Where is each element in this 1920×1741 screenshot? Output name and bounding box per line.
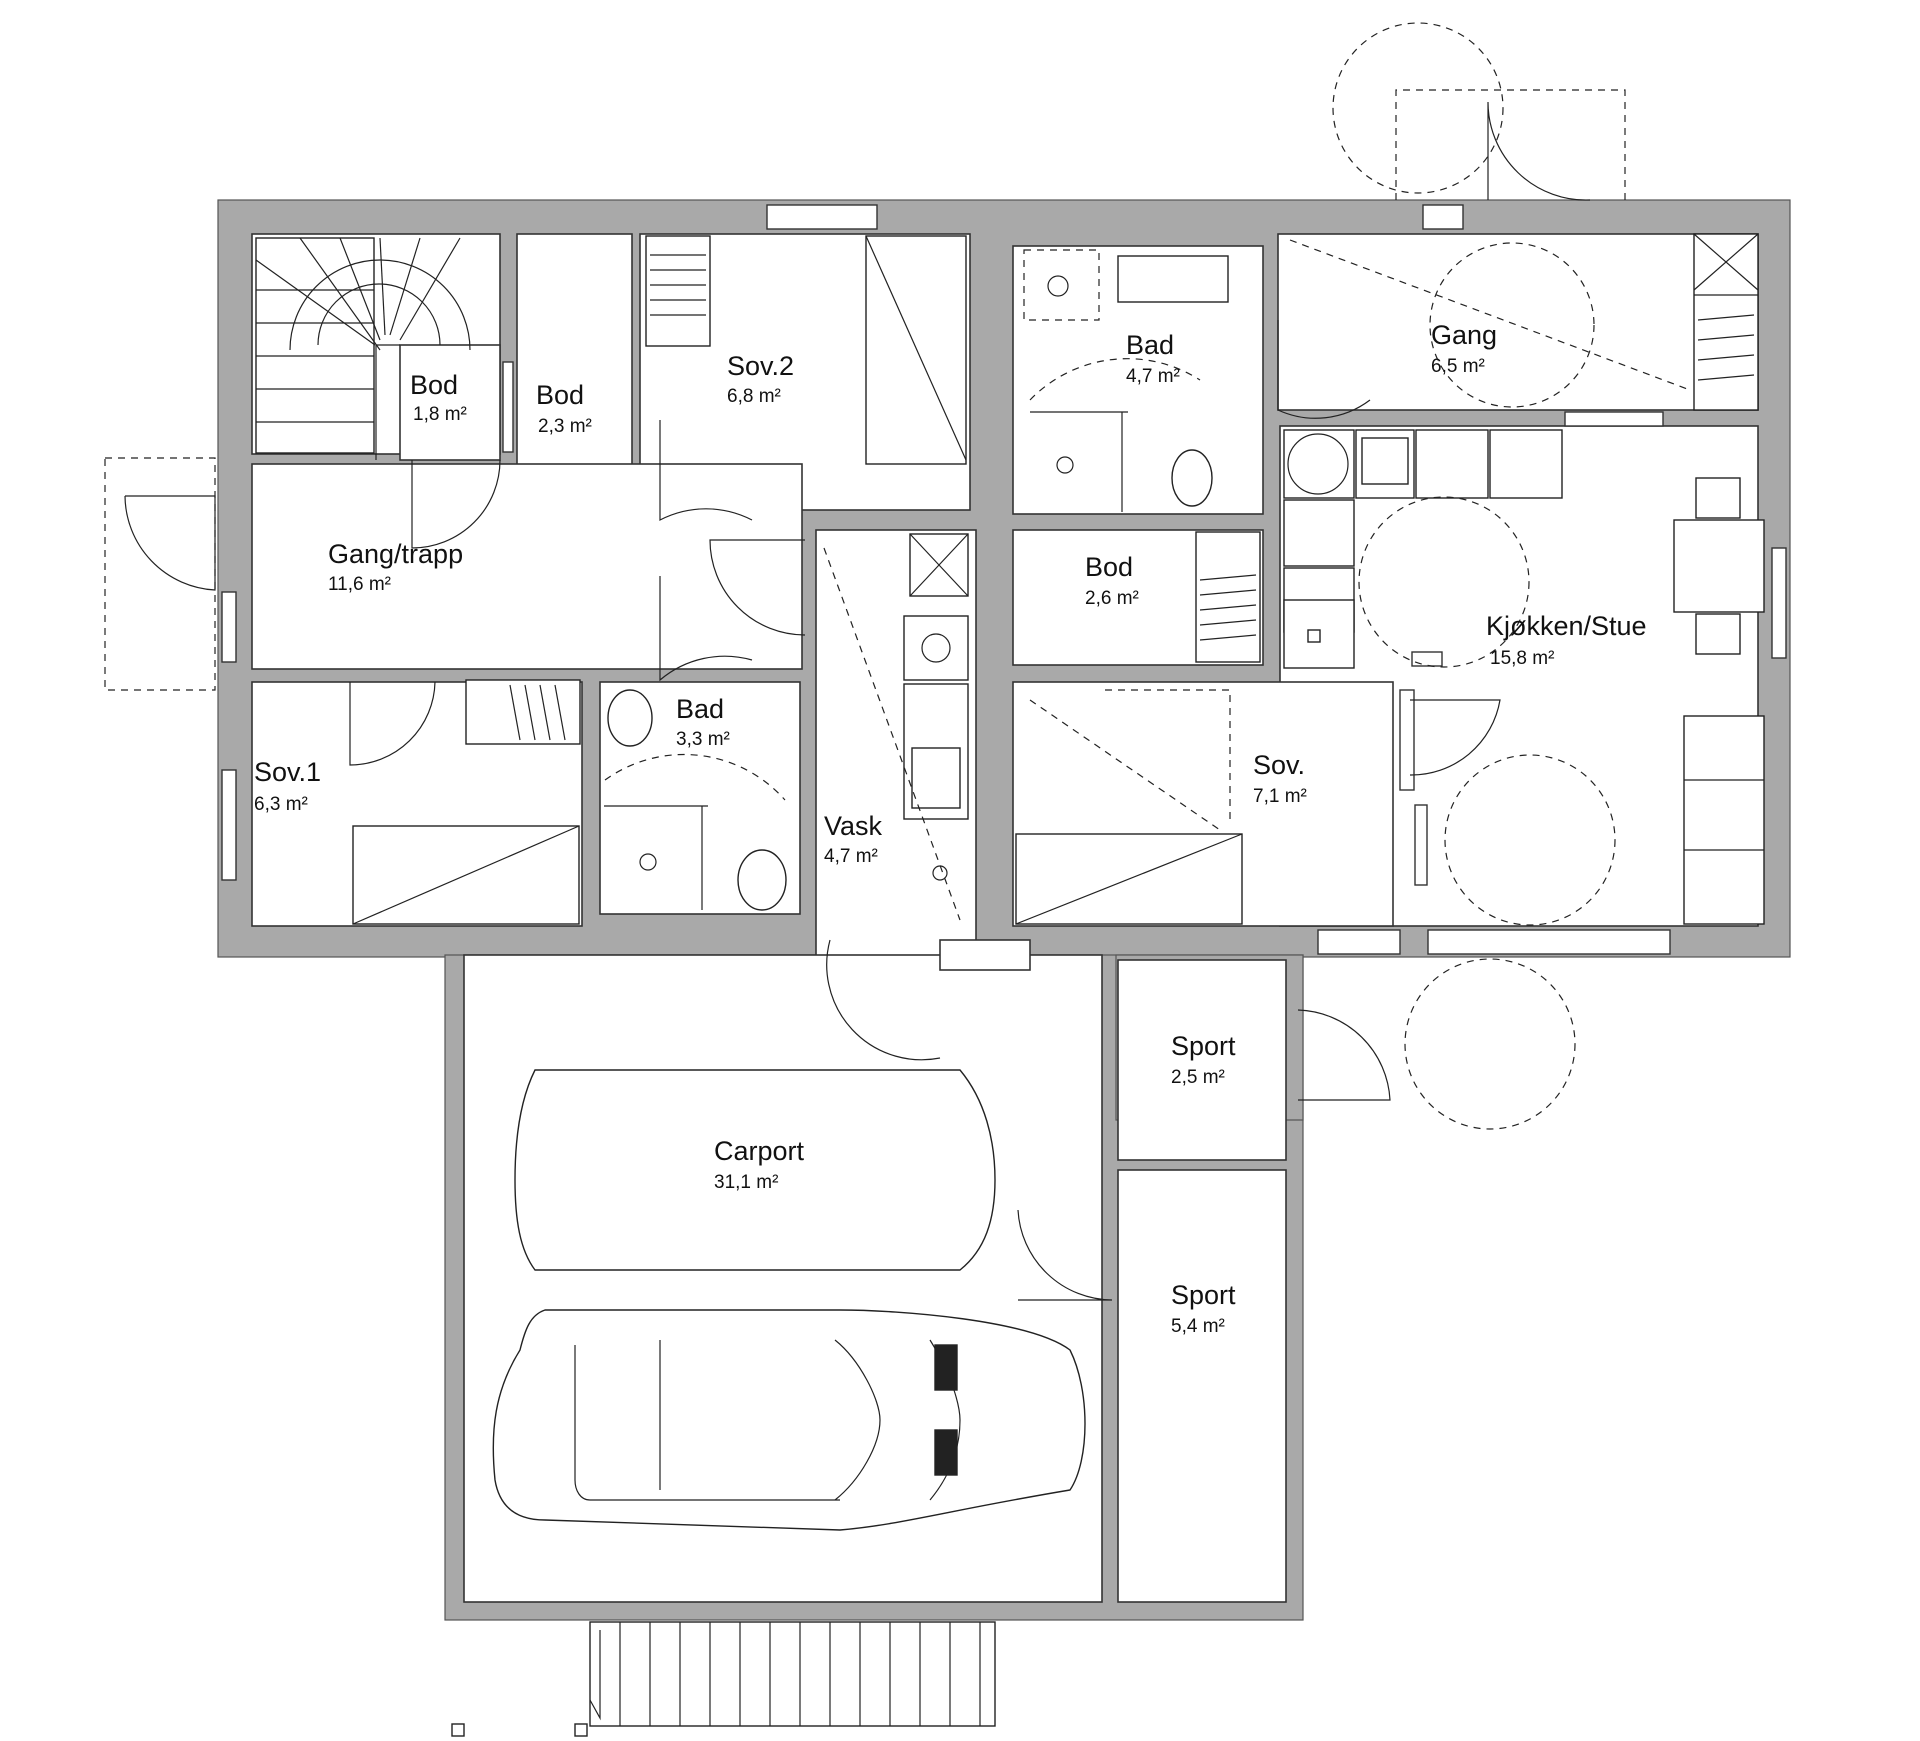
laundry-fixtures — [903, 533, 969, 881]
carport-cars — [492, 1069, 1086, 1531]
room-name-gang-trapp: Gang/trapp — [328, 539, 463, 569]
room-area-sport-2: 5,4 m² — [1171, 1316, 1225, 1337]
room-labels: Bod 1,8 m² Bod 2,3 m² Sov.2 6,8 m² Bad 4… — [254, 320, 1647, 1337]
room-name-sport-2: Sport — [1171, 1280, 1236, 1310]
room-name-bod-1: Bod — [536, 380, 584, 410]
stairs — [255, 237, 471, 460]
room-name-bad-1: Bad — [1126, 330, 1174, 360]
bathroom-fixtures — [604, 249, 1229, 911]
room-name-bad-2: Bad — [676, 694, 724, 724]
room-area-vask: 4,7 m² — [824, 846, 878, 867]
room-name-sov-2: Sov.2 — [727, 351, 794, 381]
room-area-sov-2: 6,8 m² — [727, 386, 781, 407]
wardrobes — [465, 233, 1759, 745]
room-area-gang-trapp: 11,6 m² — [328, 574, 391, 595]
room-area-gang-1: 6,5 m² — [1431, 356, 1485, 377]
room-name-sov: Sov. — [1253, 750, 1305, 780]
room-area-sov-1: 6,3 m² — [254, 794, 308, 815]
room-name-carport: Carport — [714, 1136, 805, 1166]
room-name-kjokken-stue: Kjøkken/Stue — [1486, 611, 1647, 641]
room-area-bod-2: 2,6 m² — [1085, 588, 1139, 609]
room-name-bod-2: Bod — [1085, 552, 1133, 582]
room-area-bad-1: 4,7 m² — [1126, 366, 1180, 387]
room-area-sport-1: 2,5 m² — [1171, 1067, 1225, 1088]
room-area-bad-2: 3,3 m² — [676, 729, 730, 750]
beds — [352, 235, 1243, 925]
kitchen-fixtures — [1283, 429, 1765, 925]
room-name-sport-1: Sport — [1171, 1031, 1236, 1061]
doors — [104, 89, 1626, 1301]
turning-circles — [823, 22, 1691, 1130]
room-name-sov-1: Sov.1 — [254, 757, 321, 787]
room-name-gang-1: Gang — [1431, 320, 1497, 350]
room-area-sov: 7,1 m² — [1253, 786, 1307, 807]
entry-steps — [451, 1621, 996, 1737]
windows — [221, 204, 1787, 955]
room-area-bod-1: 2,3 m² — [538, 416, 592, 437]
room-area-carport: 31,1 m² — [714, 1172, 778, 1193]
room-area-bod-stair: 1,8 m² — [413, 404, 467, 425]
room-name-bod-stair: Bod — [410, 370, 458, 400]
room-name-vask: Vask — [824, 811, 883, 841]
room-area-kjokken-stue: 15,8 m² — [1490, 648, 1554, 669]
